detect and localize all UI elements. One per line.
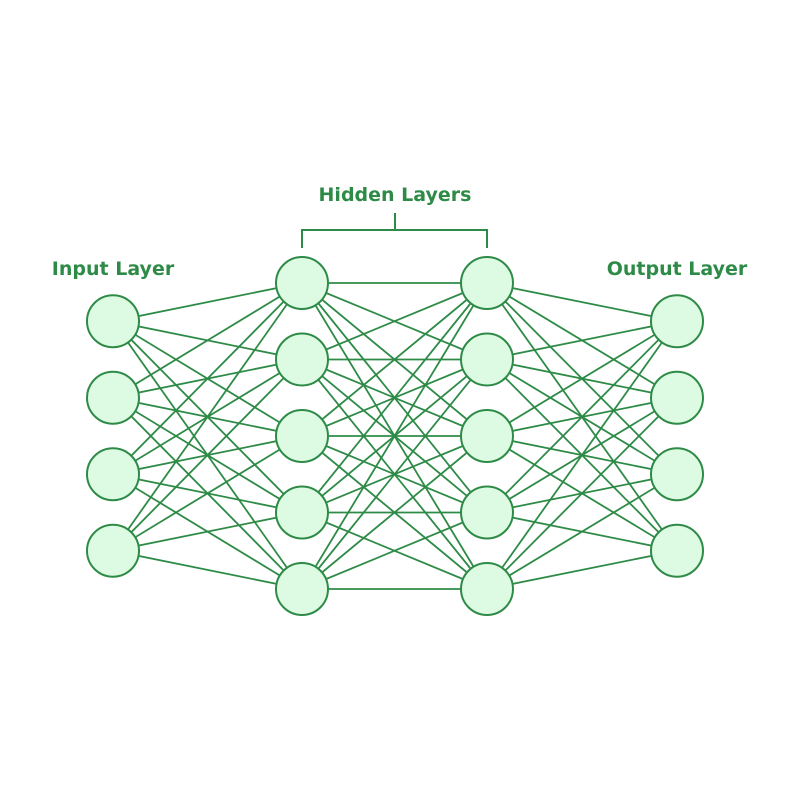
connection-hidden-2-4-to-output-1: [486, 397, 678, 590]
hidden-layers-label: Hidden Layers: [319, 184, 472, 206]
connection-input-1-to-hidden-1-0: [112, 282, 303, 399]
connection-hidden-2-1-to-output-0: [486, 320, 678, 361]
connection-input-3-to-hidden-1-1: [112, 358, 303, 552]
connection-hidden-2-4-to-output-2: [486, 473, 678, 590]
input-node-2: [86, 370, 140, 425]
connection-hidden-2-0-to-output-0: [486, 282, 678, 323]
connection-hidden-1-2-to-hidden-2-0: [301, 282, 488, 437]
connection-input-3-to-hidden-1-4: [112, 549, 303, 590]
connection-hidden-1-4-to-hidden-2-0: [301, 282, 488, 590]
hidden-2-node-2: [460, 332, 514, 387]
connection-input-3-to-hidden-1-2: [112, 435, 303, 552]
connection-hidden-2-4-to-output-3: [486, 549, 678, 590]
connection-input-3-to-hidden-1-0: [112, 282, 303, 552]
output-node-2: [650, 370, 704, 425]
connection-input-3-to-hidden-1-3: [112, 511, 303, 552]
connection-input-2-to-hidden-1-0: [112, 282, 303, 475]
neurons: [86, 256, 704, 616]
hidden-1-node-1: [275, 256, 329, 310]
connection-hidden-2-4-to-output-0: [486, 320, 678, 590]
hidden-layers-bracket: [301, 213, 488, 248]
hidden-2-node-1: [460, 256, 514, 310]
connection-input-0-to-hidden-1-0: [112, 282, 303, 323]
output-node-4: [650, 523, 704, 578]
hidden-1-node-2: [275, 332, 329, 387]
connection-hidden-1-4-to-hidden-2-3: [301, 511, 488, 590]
connection-hidden-2-2-to-output-0: [486, 320, 678, 437]
input-node-1: [86, 294, 140, 349]
input-layer-label: Input Layer: [52, 258, 175, 280]
connection-hidden-1-4-to-hidden-2-1: [301, 358, 488, 590]
input-node-4: [86, 523, 140, 578]
output-node-3: [650, 447, 704, 502]
hidden-2-node-3: [460, 409, 514, 463]
connection-hidden-1-4-to-hidden-2-2: [301, 435, 488, 590]
connection-hidden-2-3-to-output-0: [486, 320, 678, 514]
connection-hidden-1-1-to-hidden-2-0: [301, 282, 488, 361]
hidden-2-node-5: [460, 562, 514, 616]
output-layer-label: Output Layer: [607, 258, 748, 280]
hidden-2-node-4: [460, 485, 514, 540]
hidden-1-node-3: [275, 409, 329, 463]
input-node-3: [86, 447, 140, 502]
hidden-1-node-4: [275, 485, 329, 540]
connections: [112, 282, 678, 590]
hidden-1-node-5: [275, 562, 329, 616]
connection-hidden-1-3-to-hidden-2-0: [301, 282, 488, 514]
output-node-1: [650, 294, 704, 349]
